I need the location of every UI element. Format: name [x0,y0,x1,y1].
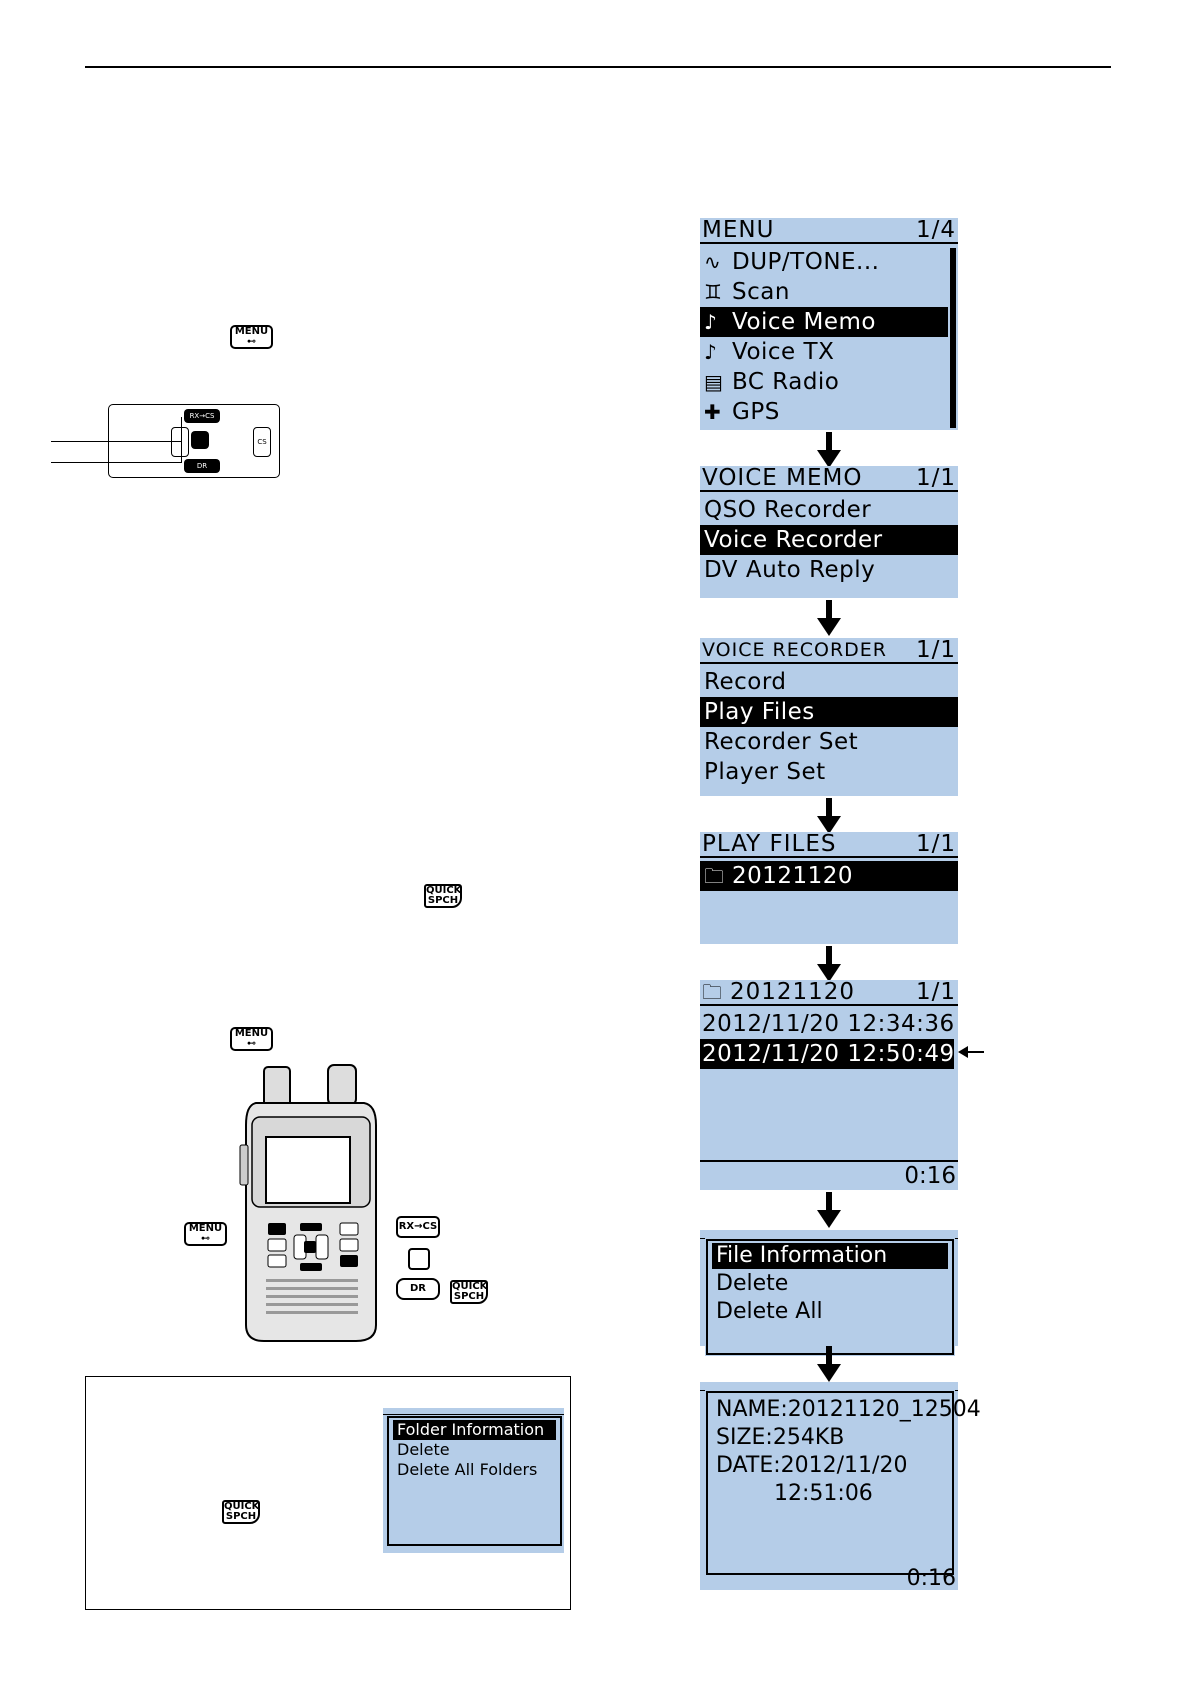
center-key-icon [191,431,209,449]
truncated-title [700,1382,958,1391]
menu-item-voice-recorder[interactable]: Voice Recorder [700,525,958,555]
center-key-icon [408,1248,430,1270]
radio-illustration [239,1064,377,1342]
page-indicator: 1/1 [915,465,956,491]
menu-item-voice-tx[interactable]: ♪Voice TX [704,339,835,365]
voice-memo-screen: VOICE MEMO 1/1 QSO Recorder Voice Record… [700,466,958,598]
folder-icon: 🗀 [702,980,723,1004]
file-size: SIZE:254KB [716,1425,845,1450]
file-item[interactable]: 2012/11/20 12:34:36 [702,1011,955,1037]
menu-item-recorder-set[interactable]: Recorder Set [704,729,859,755]
menu-item-gps[interactable]: ✚GPS [704,399,780,425]
microphone-icon: ♪ [704,310,718,334]
cs-key-icon: CS [253,427,271,457]
header-rule [85,66,1111,68]
screen-title: VOICE RECORDER [702,639,887,661]
recording-time: 0:16 [904,1163,956,1189]
menu-key-icon: MENU⊷ [184,1222,227,1246]
radio-icon: ▤ [704,370,724,394]
dr-key-icon: DR [396,1278,440,1300]
menu-item-delete[interactable]: Delete [397,1440,450,1459]
file-info-popup: NAME:20121120_12504 SIZE:254KB DATE:2012… [706,1391,981,1575]
file-time: 12:51:06 [774,1481,873,1506]
screen-title-bar: PLAY FILES 1/1 [700,832,958,858]
menu-item-player-set[interactable]: Player Set [704,759,826,785]
satellite-icon: ✚ [704,400,722,424]
folder-menu-popup: Folder Information Delete Delete All Fol… [387,1416,562,1546]
screen-title: MENU [702,217,775,243]
left-key-icon [171,427,189,457]
menu-item-dup-tone[interactable]: ∿DUP/TONE... [704,249,880,275]
menu-item-file-information[interactable]: File Information [712,1243,948,1269]
page-indicator: 1/1 [915,637,956,663]
file-menu-screen: File Information Delete Delete All [700,1230,958,1355]
microphone-tx-icon: ♪ [704,340,718,364]
menu-key-icon: MENU⊷ [230,1027,273,1051]
leader-line [181,417,182,463]
menu-item-dv-auto-reply[interactable]: DV Auto Reply [704,557,876,583]
info-box [85,1376,571,1610]
menu-item-scan[interactable]: ♊Scan [704,279,790,305]
pointer-arrow [962,1051,984,1053]
pointer-arrowhead [958,1046,968,1058]
page-indicator: 1/1 [915,831,956,857]
dpad-diagram: RX→CS CS DR [51,404,280,478]
page-indicator: 1/1 [915,979,956,1005]
menu-item-folder-information[interactable]: Folder Information [393,1420,556,1440]
screen-title-bar: VOICE MEMO 1/1 [700,466,958,492]
tone-icon: ∿ [704,250,722,274]
menu-item-record[interactable]: Record [704,669,787,695]
menu-item-voice-memo[interactable]: ♪Voice Memo [700,307,948,337]
file-information-screen: NAME:20121120_12504 SIZE:254KB DATE:2012… [700,1382,981,1591]
rxcs-key-icon: RX→CS [184,409,220,423]
menu-item-delete-all-folders[interactable]: Delete All Folders [397,1460,538,1479]
binoculars-icon: ♊ [704,280,723,304]
file-name: NAME:20121120_12504 [716,1397,981,1422]
folder-screen: 🗀 20121120 1/1 2012/11/20 12:34:36 2012/1… [700,980,958,1190]
menu-key-icon: MENU⊷ [230,325,273,349]
folder-menu-screen: Folder Information Delete Delete All Fol… [383,1408,564,1553]
menu-item-delete[interactable]: Delete [716,1271,789,1296]
screen-title-bar: VOICE RECORDER 1/1 [700,638,958,664]
screen-title: 20121120 [730,979,856,1005]
recording-time: 0:16 [906,1566,956,1591]
screen-title-bar: MENU 1/4 [700,218,958,244]
leader-line [51,462,181,463]
page-indicator: 1/4 [915,217,956,243]
truncated-title [700,1230,958,1239]
file-date: DATE:2012/11/20 [716,1453,908,1478]
file-item[interactable]: 2012/11/20 12:50:49 [700,1039,955,1069]
menu-item-delete-all[interactable]: Delete All [716,1299,823,1324]
status-divider [700,1160,958,1162]
folder-icon: 🗀 [704,864,725,888]
voice-recorder-screen: VOICE RECORDER 1/1 Record Play Files Rec… [700,638,958,796]
menu-item-play-files[interactable]: Play Files [700,697,958,727]
menu-item-qso-recorder[interactable]: QSO Recorder [704,497,872,523]
truncated-title [383,1408,564,1415]
leader-line [51,441,181,442]
screen-title: VOICE MEMO [702,465,863,491]
rxcs-key-icon: RX→CS [396,1216,440,1238]
scrollbar[interactable] [950,248,956,428]
dr-key-icon: DR [184,459,220,473]
play-files-screen: PLAY FILES 1/1 🗀20121120 [700,832,958,944]
file-menu-popup: File Information Delete Delete All [706,1239,954,1355]
screen-title-bar: 🗀 20121120 1/1 [700,980,958,1006]
folder-item[interactable]: 🗀20121120 [700,861,958,891]
menu-screen: MENU 1/4 ∿DUP/TONE... ♊Scan ♪Voice Memo … [700,218,958,430]
screen-title: PLAY FILES [702,831,837,857]
menu-item-bc-radio[interactable]: ▤BC Radio [704,369,840,395]
